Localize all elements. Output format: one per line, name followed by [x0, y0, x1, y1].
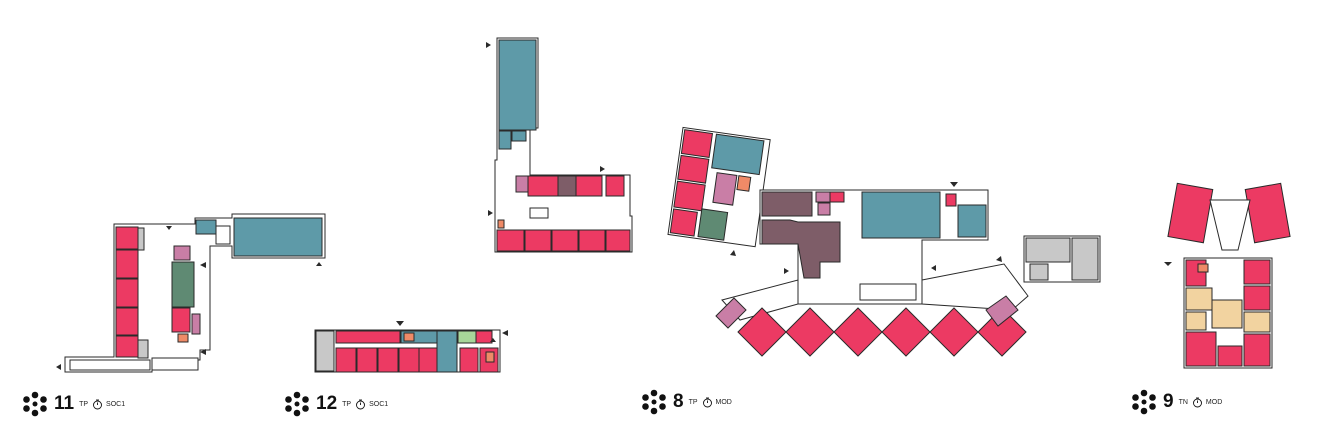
- plan-12t-pool: [498, 39, 537, 131]
- building-label-11: 11 TP SOC1: [22, 389, 129, 419]
- plan-building-9: [1164, 182, 1291, 369]
- plan-9-tan-rooms: [1185, 287, 1271, 333]
- timer-icon: [1192, 397, 1202, 407]
- building-number: 9: [1163, 391, 1174, 412]
- plan-11-green-hall: [171, 261, 195, 308]
- plan-building-12-tower: [486, 37, 633, 253]
- plan-8-gym: [861, 191, 941, 239]
- plan-9-classrooms: [1185, 259, 1271, 367]
- timer-icon: [356, 399, 366, 409]
- flower-icon: [642, 389, 666, 415]
- building-number: 8: [673, 391, 684, 412]
- building-type: TN: [1178, 398, 1188, 406]
- building-label-8: 8 TP MOD: [641, 387, 736, 417]
- plan-building-12: [314, 321, 508, 373]
- plan-11-gym: [233, 217, 323, 257]
- plan-12-classrooms: [335, 330, 493, 373]
- flower-icon: [285, 391, 309, 417]
- building-schedule: SOC1: [369, 400, 389, 408]
- flower-icon: [23, 391, 47, 417]
- plan-12t-classrooms: [496, 229, 631, 252]
- building-number: 11: [54, 393, 75, 414]
- plan-building-11: [56, 213, 326, 373]
- building-type: TP: [79, 400, 89, 408]
- building-schedule: MOD: [715, 398, 732, 406]
- flower-icon: [1132, 389, 1156, 415]
- building-type: TP: [342, 400, 352, 408]
- plan-building-8: [667, 126, 1101, 357]
- building-number: 12: [316, 393, 338, 414]
- plan-11-classrooms: [115, 226, 191, 358]
- building-schedule: MOD: [1205, 398, 1223, 406]
- timer-icon: [93, 399, 102, 409]
- plan-8-diamond-classrooms: [737, 307, 1027, 357]
- building-type: TP: [688, 398, 698, 406]
- building-schedule: SOC1: [106, 400, 126, 408]
- timer-icon: [702, 397, 712, 407]
- building-label-12: 12 TP SOC1: [284, 389, 392, 419]
- building-label-9: 9 TN MOD: [1131, 387, 1226, 417]
